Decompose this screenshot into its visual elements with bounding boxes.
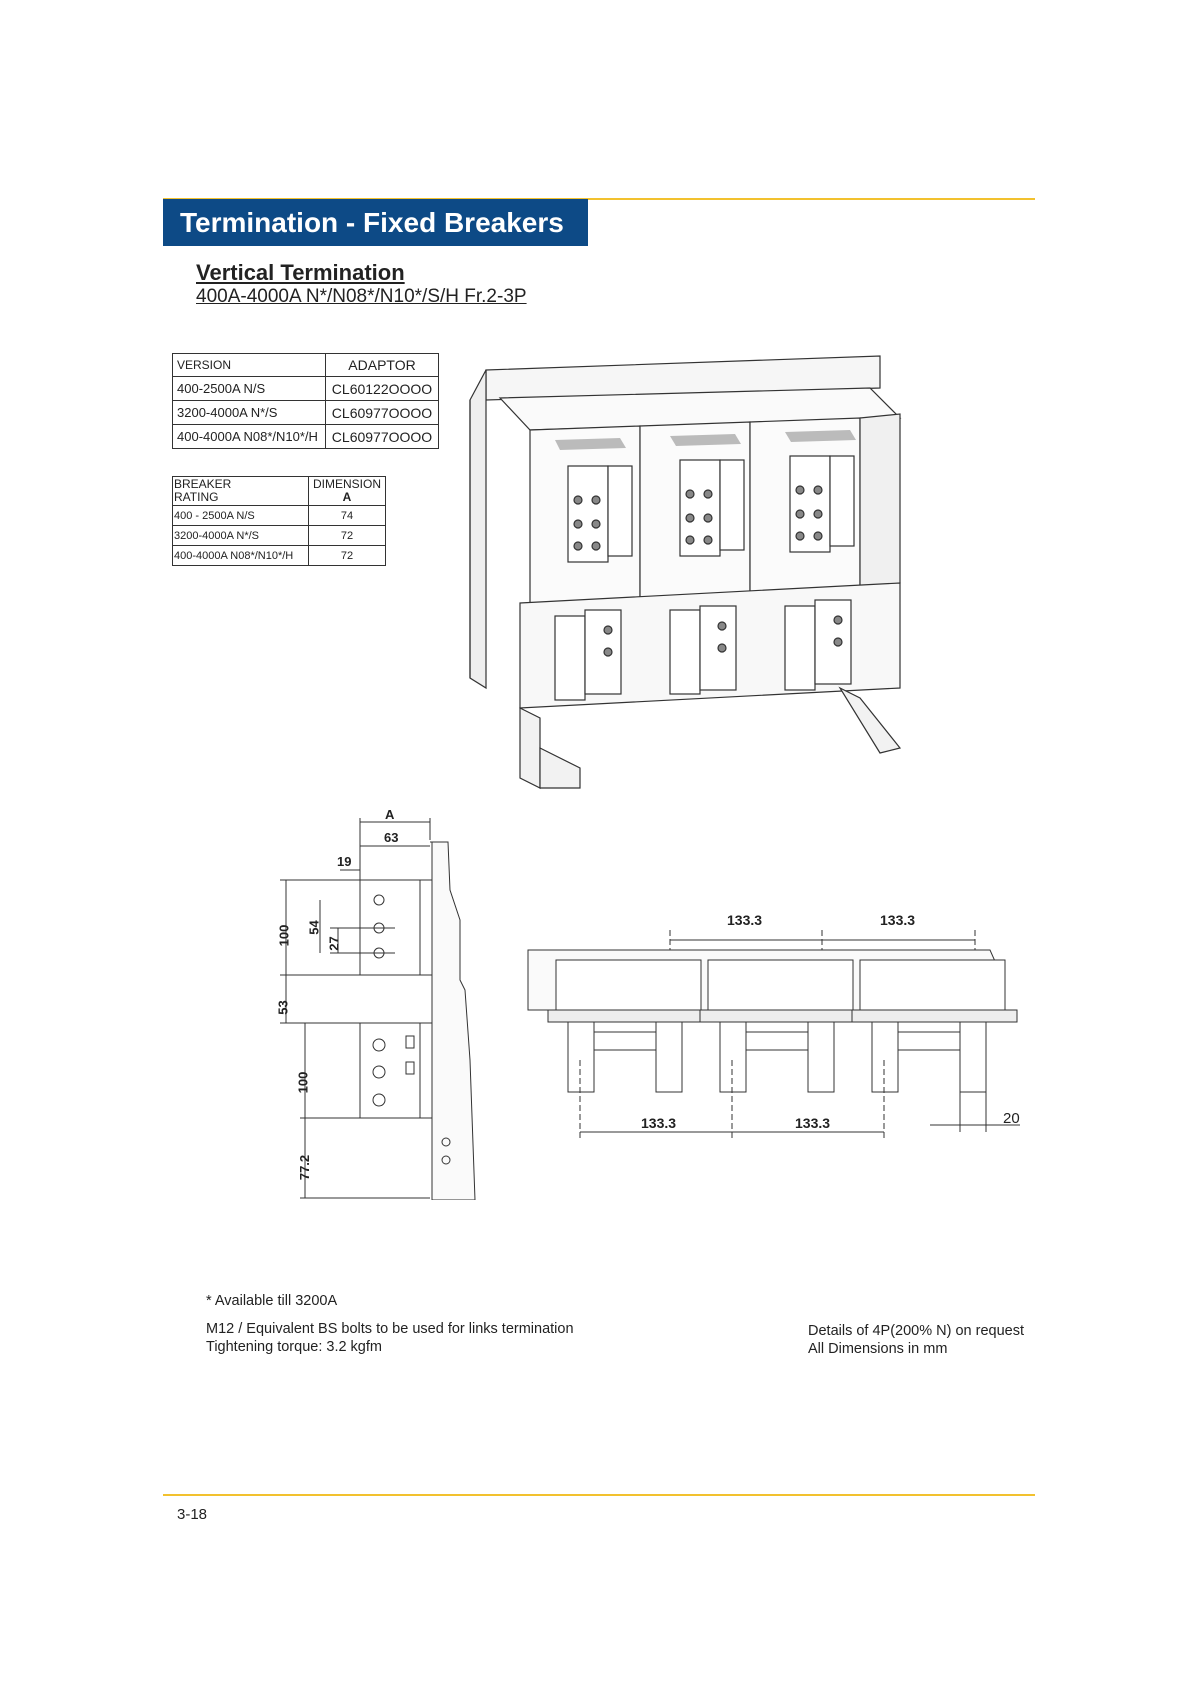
table-cell: 400-4000A N08*/N10*/H xyxy=(172,424,326,449)
dim-label-100-upper: 100 xyxy=(276,924,292,947)
table-cell: 400-4000A N08*/N10*/H xyxy=(172,545,309,566)
adaptor-table: VERSION ADAPTOR 400-2500A N/S CL60122OOO… xyxy=(172,353,439,449)
dim-label-100-lower: 100 xyxy=(295,1071,311,1094)
dim-label-bottom-left: 133.3 xyxy=(641,1115,677,1131)
table-row: 400-4000A N08*/N10*/H CL60977OOOO xyxy=(172,424,439,449)
dim-label-63: 63 xyxy=(384,830,399,845)
note-units: All Dimensions in mm xyxy=(808,1341,948,1357)
note-bolts: M12 / Equivalent BS bolts to be used for… xyxy=(206,1321,574,1337)
table-cell: 400-2500A N/S xyxy=(172,376,326,401)
dim-label-top-left: 133.3 xyxy=(727,912,763,928)
table-header: BREAKER RATING xyxy=(172,476,309,506)
dim-label-53: 53 xyxy=(275,1000,291,1015)
table-row: 400 - 2500A N/S 74 xyxy=(172,505,387,526)
note-details: Details of 4P(200% N) on request xyxy=(808,1323,1024,1339)
table-cell: 3200-4000A N*/S xyxy=(172,400,326,425)
table-cell: CL60122OOOO xyxy=(325,376,439,401)
dim-label-a: A xyxy=(385,807,395,822)
dim-label-top-right: 133.3 xyxy=(880,912,916,928)
subtitle: Vertical Termination xyxy=(196,260,405,285)
table-row: 3200-4000A N*/S CL60977OOOO xyxy=(172,400,439,425)
table-header: DIMENSION A xyxy=(307,476,387,506)
side-view-dimension-drawing xyxy=(280,818,476,1200)
subtitle-range: 400A-4000A N*/N08*/N10*/S/H Fr.2-3P xyxy=(196,286,527,307)
header-line: RATING xyxy=(174,490,219,504)
note-torque: Tightening torque: 3.2 kgfm xyxy=(206,1339,382,1355)
table-header: VERSION xyxy=(172,353,326,377)
dim-label-19: 19 xyxy=(337,854,352,869)
section-title: Termination - Fixed Breakers xyxy=(163,199,588,246)
table-cell: 72 xyxy=(307,545,387,566)
table-header: ADAPTOR xyxy=(325,353,439,377)
dim-label-width: 20 xyxy=(1003,1110,1020,1127)
dim-label-54: 54 xyxy=(306,920,322,935)
header-line: DIMENSION xyxy=(313,477,382,491)
note-availability: * Available till 3200A xyxy=(206,1293,338,1309)
dimension-table: BREAKER RATING DIMENSION A 400 - 2500A N… xyxy=(172,476,387,566)
table-row: 3200-4000A N*/S 72 xyxy=(172,525,387,546)
dim-label-77-2: 77.2 xyxy=(297,1154,313,1181)
table-row: 400-4000A N08*/N10*/H 72 xyxy=(172,545,387,566)
table-cell: 400 - 2500A N/S xyxy=(172,505,309,526)
front-view-dimension-drawing xyxy=(527,930,1020,1140)
table-cell: 3200-4000A N*/S xyxy=(172,525,309,546)
header-rule xyxy=(163,198,1035,200)
table-cell: 74 xyxy=(307,505,387,526)
page-number: 3-18 xyxy=(177,1506,208,1523)
breaker-isometric-illustration xyxy=(469,355,902,789)
footer-rule xyxy=(163,1494,1035,1496)
table-cell: CL60977OOOO xyxy=(325,424,439,449)
dim-label-bottom-right: 133.3 xyxy=(795,1115,831,1131)
dim-label-27: 27 xyxy=(326,936,342,951)
table-cell: CL60977OOOO xyxy=(325,400,439,425)
table-cell: 72 xyxy=(307,525,387,546)
table-row: 400-2500A N/S CL60122OOOO xyxy=(172,376,439,401)
header-line: BREAKER xyxy=(174,477,232,491)
header-line: A xyxy=(342,490,352,504)
